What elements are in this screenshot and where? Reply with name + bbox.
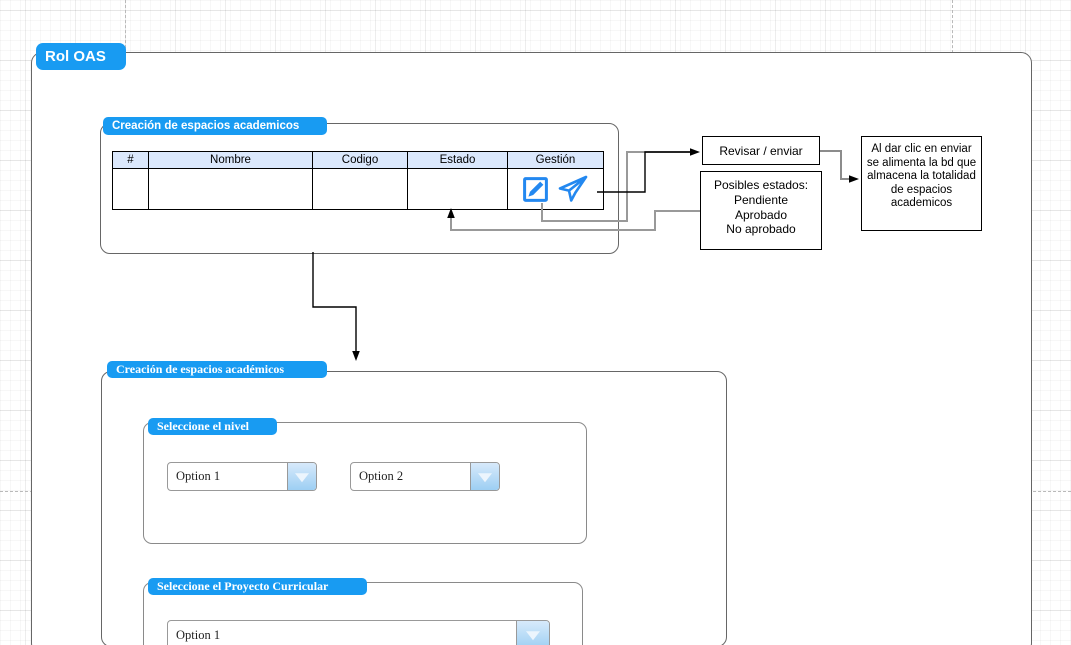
cell-gestion — [507, 168, 604, 210]
dropdown-value: Option 1 — [176, 469, 221, 483]
cell-codigo — [312, 168, 408, 210]
al-dar-clic-note: Al dar clic en enviar se alimenta la bd … — [861, 136, 982, 231]
header-cell-num: # — [112, 151, 149, 169]
dropdown-arrow-icon[interactable] — [516, 621, 549, 645]
header-cell-nombre: Nombre — [148, 151, 313, 169]
flow1-label: Creación de espacios academicos — [103, 117, 327, 135]
table-header-row: # Nombre Codigo Estado Gestión — [112, 151, 604, 169]
revisar-enviar-box: Revisar / enviar — [702, 136, 820, 165]
dropdown-value: Option 1 — [176, 627, 221, 642]
proyecto-label: Seleccione el Proyecto Curricular — [148, 578, 367, 595]
nivel-dropdown-1[interactable]: Option 1 — [167, 462, 317, 491]
rol-oas-label: Rol OAS — [36, 43, 126, 70]
cell-num — [112, 168, 149, 210]
edit-icon[interactable] — [523, 176, 548, 202]
cell-nombre — [148, 168, 313, 210]
flow2-label: Creación de espacios académicos — [107, 361, 327, 378]
espacios-table: # Nombre Codigo Estado Gestión — [112, 151, 604, 210]
cell-estado — [407, 168, 508, 210]
dropdown-arrow-icon[interactable] — [287, 463, 316, 490]
table-data-row — [112, 168, 604, 210]
dropdown-arrow-icon[interactable] — [470, 463, 499, 490]
header-cell-gestion: Gestión — [507, 151, 604, 169]
posibles-estados-box: Posibles estados: Pendiente Aprobado No … — [700, 171, 822, 250]
header-cell-codigo: Codigo — [312, 151, 408, 169]
nivel-label: Seleccione el nivel — [148, 418, 277, 435]
send-icon[interactable] — [557, 175, 588, 204]
nivel-dropdown-2[interactable]: Option 2 — [350, 462, 500, 491]
header-cell-estado: Estado — [407, 151, 508, 169]
dropdown-value: Option 2 — [359, 469, 404, 483]
proyecto-dropdown-1[interactable]: Option 1 — [167, 620, 550, 645]
